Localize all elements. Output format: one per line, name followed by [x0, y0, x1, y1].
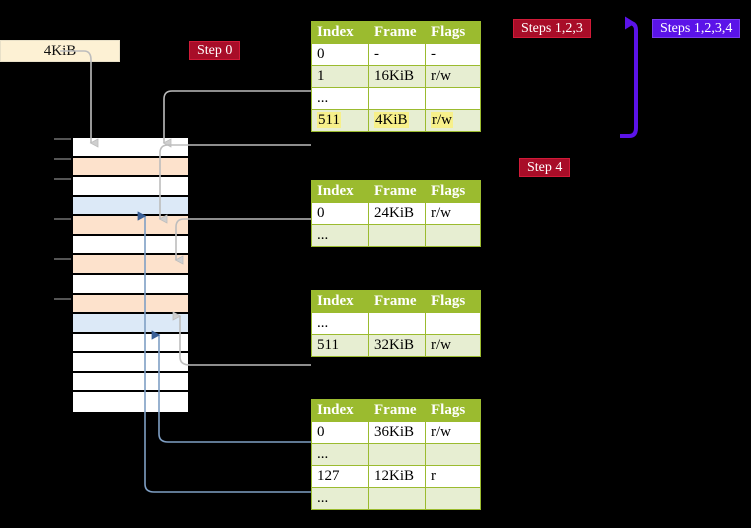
table-cell — [368, 87, 426, 110]
memory-frame-row — [73, 353, 188, 373]
memory-frame-row — [73, 196, 188, 217]
memory-frame-row — [73, 235, 188, 256]
table-cell: ... — [311, 87, 369, 110]
column-header-flags: Flags — [425, 21, 481, 44]
memory-frame-row — [73, 275, 188, 295]
memory-size-label: 4KiB — [43, 42, 77, 59]
column-header-frame: Frame — [368, 290, 426, 313]
table-cell — [425, 443, 481, 466]
table-row: ... — [311, 487, 481, 510]
table-cell: r — [425, 465, 481, 488]
memory-tick-1 — [54, 158, 71, 160]
step-4-badge: Step 4 — [519, 158, 571, 177]
column-header-frame: Frame — [368, 180, 426, 203]
table-row: ... — [311, 312, 481, 335]
steps-123-badge: Steps 1,2,3 — [513, 19, 591, 38]
table-cell: ... — [311, 312, 369, 335]
table-cell: r/w — [425, 334, 481, 357]
table-cell: 32KiB — [368, 334, 426, 357]
table-cell: 1 — [311, 65, 369, 88]
table-cell: r/w — [425, 109, 481, 132]
table-cell — [425, 312, 481, 335]
memory-frame-row — [73, 333, 188, 354]
memory-size-box: 4KiB — [0, 40, 120, 62]
column-header-index: Index — [311, 180, 369, 203]
column-header-flags: Flags — [425, 399, 481, 422]
table-cell: 36KiB — [368, 421, 426, 444]
table-cell: ... — [311, 224, 369, 247]
table-row: ... — [311, 224, 481, 247]
column-header-frame: Frame — [368, 399, 426, 422]
table-cell: r/w — [425, 421, 481, 444]
memory-frame-row — [73, 314, 188, 334]
connector-steps-bracket — [620, 16, 638, 138]
column-header-index: Index — [311, 290, 369, 313]
table-cell — [368, 224, 426, 247]
table-cell: 4KiB — [368, 109, 426, 132]
table-cell: 24KiB — [368, 202, 426, 225]
table-row: 0-- — [311, 43, 481, 66]
table-cell: ... — [311, 443, 369, 466]
column-header-flags: Flags — [425, 290, 481, 313]
table-cell: r/w — [425, 65, 481, 88]
step-0-badge: Step 0 — [189, 41, 241, 60]
table-cell: 0 — [311, 43, 369, 66]
connector-4kib-to-frame — [60, 50, 91, 143]
memory-tick-3 — [54, 218, 71, 220]
table-cell — [425, 87, 481, 110]
table-cell: 0 — [311, 202, 369, 225]
table-cell — [368, 312, 426, 335]
memory-tick-0 — [54, 138, 71, 140]
steps-1234-label: Steps 1,2,3,4 — [660, 21, 733, 36]
steps-123-label: Steps 1,2,3 — [521, 21, 583, 36]
connector-t3-32kib — [180, 316, 311, 366]
table-cell: - — [368, 43, 426, 66]
step-0-label: Step 0 — [197, 43, 233, 58]
memory-tick-5 — [54, 298, 71, 300]
memory-frame-row — [73, 138, 188, 158]
memory-frame-row — [73, 294, 188, 315]
table-cell — [425, 487, 481, 510]
memory-tick-4 — [54, 258, 71, 260]
table-row: ... — [311, 87, 481, 110]
table-row: ... — [311, 443, 481, 466]
table-cell — [368, 443, 426, 466]
table-cell: ... — [311, 487, 369, 510]
table-cell: 16KiB — [368, 65, 426, 88]
table-cell: 0 — [311, 421, 369, 444]
table-cell: 511 — [311, 334, 369, 357]
table-cell: 511 — [311, 109, 369, 132]
column-header-index: Index — [311, 21, 369, 44]
table-cell: - — [425, 43, 481, 66]
table-cell: r/w — [425, 202, 481, 225]
memory-frame-row — [73, 392, 188, 412]
physical-memory-column — [71, 136, 190, 414]
column-header-flags: Flags — [425, 180, 481, 203]
memory-frame-row — [73, 177, 188, 197]
column-header-frame: Frame — [368, 21, 426, 44]
table-cell — [368, 487, 426, 510]
memory-tick-2 — [54, 178, 71, 180]
table-cell: 12KiB — [368, 465, 426, 488]
steps-1234-badge: Steps 1,2,3,4 — [652, 19, 741, 38]
memory-frame-row — [73, 216, 188, 236]
connector-t2-24kib — [176, 218, 311, 260]
table-cell — [425, 224, 481, 247]
memory-frame-row — [73, 157, 188, 178]
step-4-label: Step 4 — [527, 160, 563, 175]
column-header-index: Index — [311, 399, 369, 422]
memory-frame-row — [73, 255, 188, 275]
table-cell: 127 — [311, 465, 369, 488]
memory-frame-row — [73, 372, 188, 393]
